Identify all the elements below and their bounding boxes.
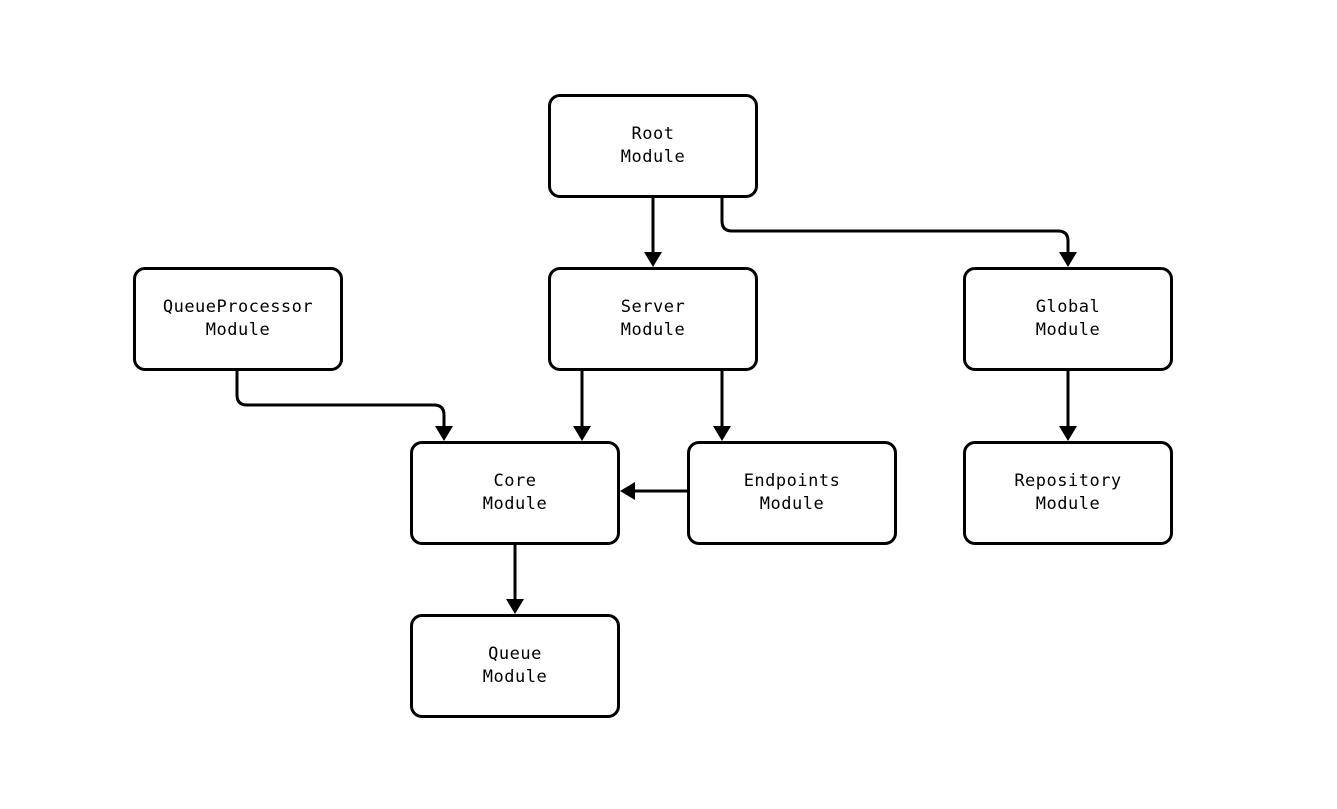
node-label-secondary: Module bbox=[620, 147, 686, 167]
node-label-secondary: Module bbox=[620, 320, 686, 340]
node-label-secondary: Module bbox=[1035, 494, 1101, 514]
edge-core-to-queue bbox=[506, 545, 524, 614]
node-label-primary: Endpoints bbox=[743, 471, 841, 491]
node-label-primary: Repository bbox=[1014, 471, 1122, 491]
node-label-primary: Queue bbox=[488, 644, 542, 664]
node-label-primary: Global bbox=[1035, 297, 1101, 317]
arrowhead-icon bbox=[435, 426, 453, 441]
arrowhead-icon bbox=[506, 599, 524, 614]
edge-line bbox=[235, 371, 446, 426]
node-label-primary: Server bbox=[620, 297, 686, 317]
node-label-primary: Root bbox=[631, 124, 675, 144]
edge-server-to-endpoints bbox=[713, 371, 731, 441]
arrowhead-icon bbox=[644, 252, 662, 267]
edge-global-to-repository bbox=[1059, 371, 1077, 441]
node-label-primary: QueueProcessor bbox=[162, 297, 314, 317]
node-label-secondary: Module bbox=[759, 494, 825, 514]
edge-root-to-server bbox=[644, 198, 662, 267]
arrowhead-icon bbox=[1059, 252, 1077, 267]
arrowhead-icon bbox=[620, 482, 635, 500]
arrowhead-icon bbox=[713, 426, 731, 441]
edge-root-to-global bbox=[720, 198, 1077, 267]
arrowhead-icon bbox=[573, 426, 591, 441]
edge-line bbox=[720, 198, 1070, 252]
node-label-secondary: Module bbox=[482, 667, 548, 687]
edge-server-to-core bbox=[573, 371, 591, 441]
node-label-secondary: Module bbox=[482, 494, 548, 514]
node-label-secondary: Module bbox=[1035, 320, 1101, 340]
node-label-primary: Core bbox=[493, 471, 537, 491]
node-label-secondary: Module bbox=[205, 320, 271, 340]
edge-queueprocessor-to-core bbox=[235, 371, 453, 441]
edge-endpoints-to-core bbox=[620, 482, 687, 500]
arrowhead-icon bbox=[1059, 426, 1077, 441]
